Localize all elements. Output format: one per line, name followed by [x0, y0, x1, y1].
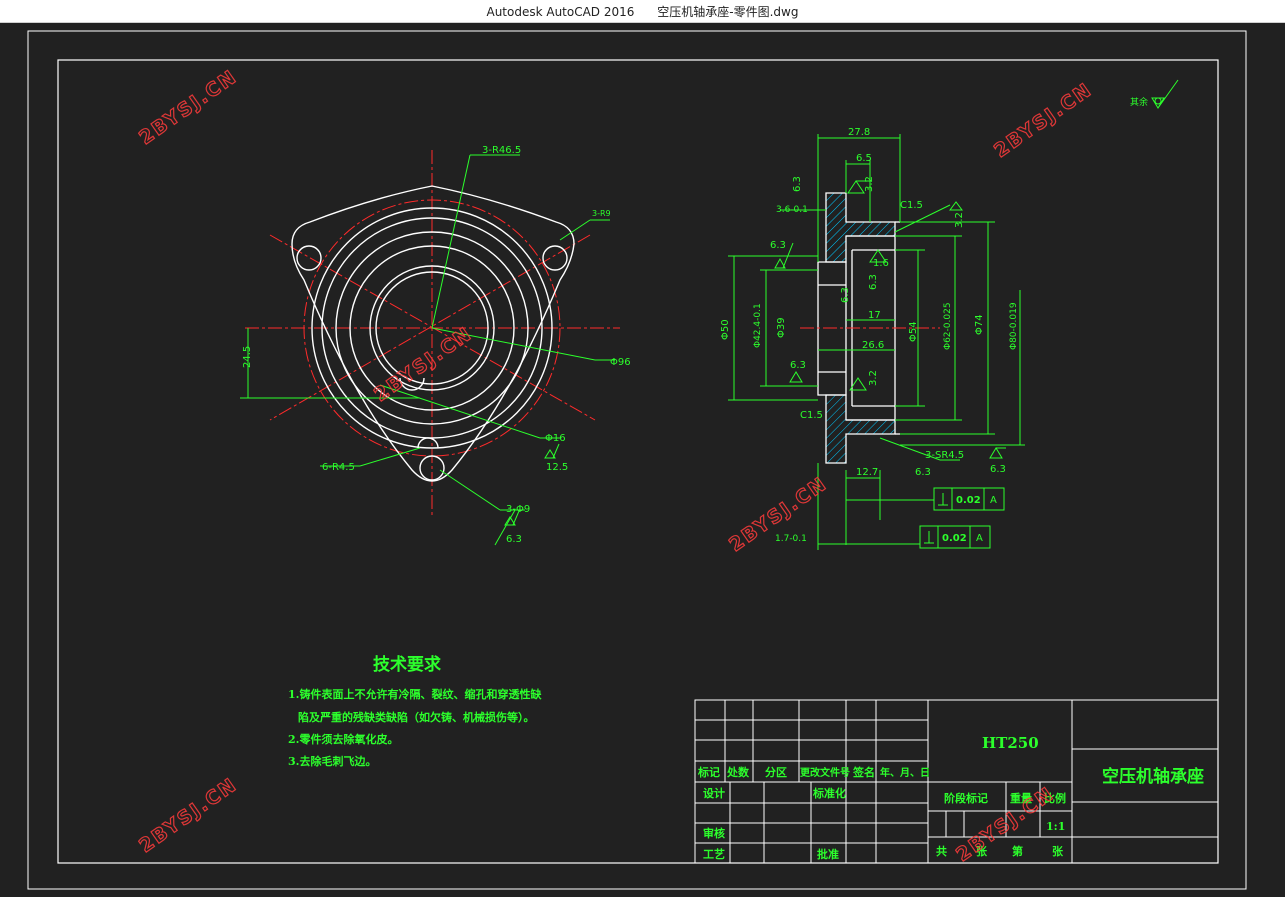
- inner-border: [57, 59, 1219, 864]
- tb-total: 共: [936, 844, 947, 858]
- tb-header-sign: 签名: [852, 765, 875, 779]
- dim-c15b: C1.5: [800, 410, 823, 421]
- dim-d39: Φ39: [776, 317, 787, 338]
- dim-w127: 12.7: [856, 467, 878, 478]
- dim-sr: 3-SR4.5: [925, 450, 964, 461]
- title-block[interactable]: 标记 处数 分区 更改文件号 签名 年、月、日 设计 标准化 审核 工艺 批准 …: [694, 699, 1219, 864]
- dim-ra63b: 6.3: [770, 240, 786, 251]
- dim-d62: Φ62-0.025: [943, 302, 953, 350]
- tech-req-line-2: 陷及严重的残缺类缺陷（如欠铸、机械损伤等）。: [298, 710, 535, 724]
- tb-header-mark: 标记: [697, 765, 720, 779]
- tech-req-line-3: 2.零件须去除氧化皮。: [288, 732, 398, 746]
- tech-req-title: 技术要求: [373, 654, 441, 675]
- dim-d424: Φ42.4-0.1: [753, 303, 763, 348]
- dim-w17: 17: [868, 310, 881, 321]
- watermark: 2BYSJ.CN: [135, 66, 241, 150]
- dim-d16: Φ16: [545, 433, 566, 444]
- dim-ra32c: 3.2: [868, 370, 879, 386]
- tb-header-zone: 分区: [765, 765, 787, 779]
- dim-ra63: 6.3: [506, 534, 522, 545]
- dim-ra32a: 3.2: [864, 176, 875, 192]
- section-view[interactable]: 27.8 6.5 6.3 3.2 3.6-0.1 C1.5 3.2 6.3 1.…: [720, 79, 1179, 550]
- dim-c15a: C1.5: [900, 200, 923, 211]
- tb-header-doc: 更改文件号: [800, 766, 850, 779]
- dim-ra63f: 6.3: [990, 464, 1006, 475]
- dim-ra63a: 6.3: [792, 176, 803, 192]
- dim-r9: 3-R9: [592, 209, 611, 218]
- tb-header-count: 处数: [726, 765, 750, 779]
- tb-process: 工艺: [703, 847, 725, 861]
- tb-header-date: 年、月、日: [880, 766, 930, 779]
- dim-w17b: 1.7-0.1: [775, 534, 807, 544]
- dim-w266: 26.6: [862, 340, 884, 351]
- dim-d96: Φ96: [610, 357, 631, 368]
- dim-d54: Φ54: [908, 321, 919, 342]
- front-view[interactable]: 3-R46.5 3-R9 Φ96 Φ16 12.5 6-R4.5 3-Φ9 6.…: [240, 145, 631, 546]
- dim-ra63d: 6.3: [840, 287, 851, 303]
- tb-design: 设计: [703, 786, 725, 800]
- tb-stage: 阶段标记: [944, 791, 988, 805]
- tech-req-line-1: 1.铸件表面上不允许有冷隔、裂纹、缩孔和穿透性缺: [288, 687, 542, 701]
- window-title-bar: Autodesk AutoCAD 2016 空压机轴承座-零件图.dwg: [0, 0, 1285, 23]
- watermarks: 2BYSJ.CN 2BYSJ.CN 2BYSJ.CN 2BYSJ.CN 2BYS…: [135, 65, 1097, 867]
- tb-weight: 重量: [1010, 791, 1032, 805]
- dim-ra63g: 6.3: [915, 467, 931, 478]
- tb-material: HT250: [982, 734, 1039, 752]
- dim-ra16: 1.6: [873, 258, 889, 269]
- dim-ra32b: 3.2: [954, 212, 965, 228]
- watermark: 2BYSJ.CN: [370, 323, 476, 407]
- dim-d80: Φ80-0.019: [1009, 302, 1019, 350]
- dim-65: 6.5: [856, 153, 872, 164]
- tb-page: 第: [1012, 844, 1023, 858]
- dim-ra63c: 6.3: [868, 274, 879, 290]
- dim-h245: 24.5: [242, 346, 253, 368]
- dim-d9: 3-Φ9: [506, 504, 530, 515]
- dim-ra125: 12.5: [546, 462, 568, 473]
- tb-approve: 批准: [817, 847, 839, 861]
- tb-page-sheets: 张: [1052, 844, 1064, 858]
- tol-value-2: 0.02: [942, 533, 967, 544]
- tol-datum-2: A: [976, 533, 983, 544]
- drawing-canvas[interactable]: 3-R46.5 3-R9 Φ96 Φ16 12.5 6-R4.5 3-Φ9 6.…: [0, 23, 1285, 897]
- tech-requirements: 技术要求 1.铸件表面上不允许有冷隔、裂纹、缩孔和穿透性缺 陷及严重的残缺类缺陷…: [288, 654, 542, 768]
- outer-border: [27, 30, 1247, 890]
- dim-d50: Φ50: [720, 319, 731, 340]
- tol-datum-1: A: [990, 495, 997, 506]
- tb-scale-label: 比例: [1044, 791, 1066, 805]
- roughness-note: 其余: [1130, 96, 1148, 108]
- window-title: Autodesk AutoCAD 2016 空压机轴承座-零件图.dwg: [486, 4, 799, 19]
- tb-standard: 标准化: [812, 786, 846, 800]
- dim-r45: 6-R4.5: [322, 462, 355, 473]
- tb-part-name: 空压机轴承座: [1102, 766, 1204, 787]
- tb-sheets: 张: [976, 844, 988, 858]
- tol-value-1: 0.02: [956, 495, 981, 506]
- tb-scale: 1:1: [1046, 820, 1065, 833]
- dim-r46: 3-R46.5: [482, 145, 521, 156]
- dim-278: 27.8: [848, 127, 870, 138]
- dim-d74: Φ74: [974, 314, 985, 335]
- tb-review: 审核: [703, 826, 725, 840]
- watermark: 2BYSJ.CN: [990, 79, 1096, 163]
- watermark: 2BYSJ.CN: [135, 774, 241, 858]
- dim-ra63e: 6.3: [790, 360, 806, 371]
- cad-drawing[interactable]: 3-R46.5 3-R9 Φ96 Φ16 12.5 6-R4.5 3-Φ9 6.…: [0, 23, 1285, 897]
- dim-36: 3.6-0.1: [776, 205, 808, 215]
- tech-req-line-4: 3.去除毛刺飞边。: [288, 754, 376, 768]
